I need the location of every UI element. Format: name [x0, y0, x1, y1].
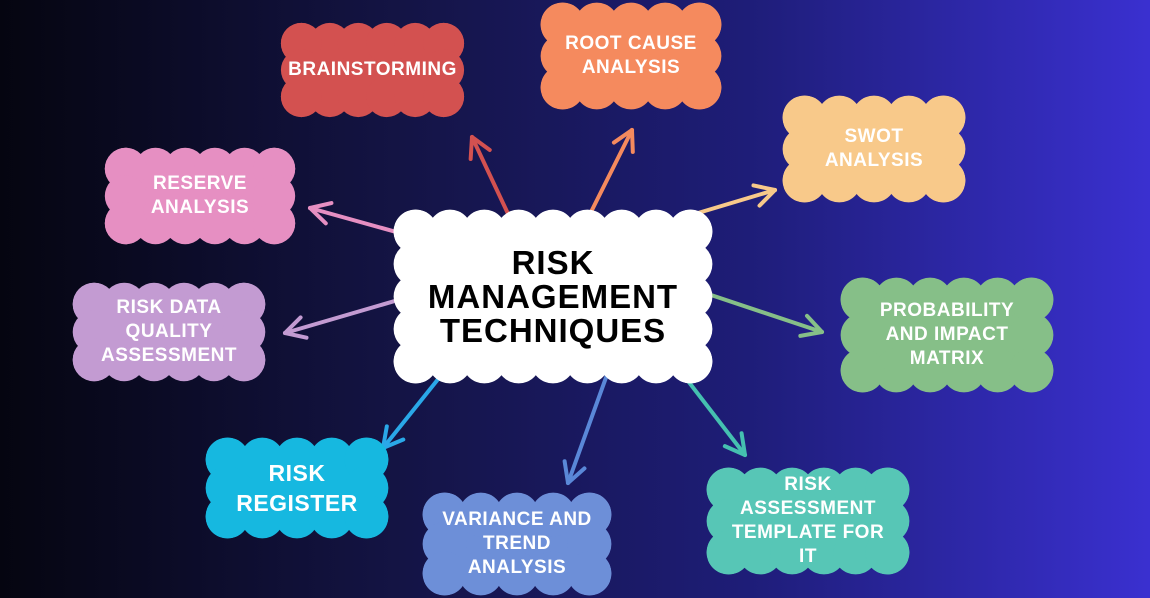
node-label: SWOT ANALYSIS: [824, 126, 924, 171]
node-risk-register: RISK REGISTER: [205, 437, 389, 539]
arrow-risk-data-quality: [283, 296, 407, 340]
arrow-shaft: [566, 370, 610, 485]
arrow-head: [739, 431, 747, 457]
arrow-shaft: [283, 296, 407, 335]
node-label: VARIANCE AND TREND ANALYSIS: [442, 509, 592, 578]
node-label: ROOT CAUSE ANALYSIS: [565, 33, 697, 78]
cloud-shape: [540, 2, 722, 110]
central-topic-cloud: RISK MANAGEMENT TECHNIQUES: [393, 209, 713, 384]
arrow-risk-register: [381, 366, 449, 450]
arrow-head: [751, 183, 777, 192]
arrow-brainstorming: [468, 135, 512, 220]
cloud-shape: [205, 437, 389, 539]
arrow-root-cause: [586, 128, 635, 220]
arrow-probability-impact: [703, 291, 824, 338]
node-risk-data-quality-assessment: RISK DATA QUALITY ASSESSMENT: [72, 282, 266, 382]
node-label: RISK DATA QUALITY ASSESSMENT: [101, 297, 237, 366]
arrow-head: [283, 331, 309, 340]
arrow-head: [308, 206, 328, 226]
arrow-shaft: [381, 366, 449, 450]
node-label: RISK ASSESSMENT TEMPLATE FOR IT: [731, 474, 885, 567]
node-probability-impact-matrix: PROBABILITY AND IMPACT MATRIX: [840, 277, 1054, 393]
central-topic-title: RISK MANAGEMENT TECHNIQUES: [427, 243, 679, 349]
cloud-shape: [104, 147, 296, 245]
node-label: RESERVE ANALYSIS: [150, 173, 250, 218]
node-swot-analysis: SWOT ANALYSIS: [782, 95, 966, 203]
cloud-shape: [393, 209, 713, 384]
node-label: PROBABILITY AND IMPACT MATRIX: [879, 300, 1015, 369]
cloud-shape: [280, 22, 465, 118]
arrow-head: [722, 444, 747, 457]
arrow-head: [757, 188, 777, 208]
arrow-head: [381, 437, 406, 450]
arrow-head: [798, 330, 824, 338]
cloud-shape: [782, 95, 966, 203]
node-risk-assessment-template: RISK ASSESSMENT TEMPLATE FOR IT: [706, 467, 910, 575]
arrow-head: [630, 128, 635, 154]
arrow-shaft: [703, 291, 824, 334]
cloud-shape: [840, 277, 1054, 393]
arrow-head: [308, 201, 334, 210]
node-reserve-analysis: RESERVE ANALYSIS: [104, 147, 296, 245]
arrow-head: [283, 315, 303, 335]
cloud-shape: [72, 282, 266, 382]
node-root-cause-analysis: ROOT CAUSE ANALYSIS: [540, 2, 722, 110]
arrow-head: [566, 466, 587, 485]
arrow-head: [562, 459, 570, 485]
node-label: BRAINSTORMING: [288, 59, 457, 80]
arrow-head: [468, 135, 474, 161]
arrow-shaft: [586, 128, 634, 220]
arrow-head: [805, 313, 824, 334]
node-variance-trend-analysis: VARIANCE AND TREND ANALYSIS: [422, 492, 612, 596]
arrow-head: [470, 135, 492, 152]
node-label: RISK REGISTER: [236, 460, 358, 516]
arrow-head: [381, 424, 389, 450]
arrow-head: [611, 128, 634, 145]
cloud-shape: [422, 492, 612, 596]
arrow-shaft: [470, 135, 512, 220]
arrow-variance-trend: [562, 370, 610, 485]
cloud-shape: [706, 467, 910, 575]
node-brainstorming: BRAINSTORMING: [280, 22, 465, 118]
